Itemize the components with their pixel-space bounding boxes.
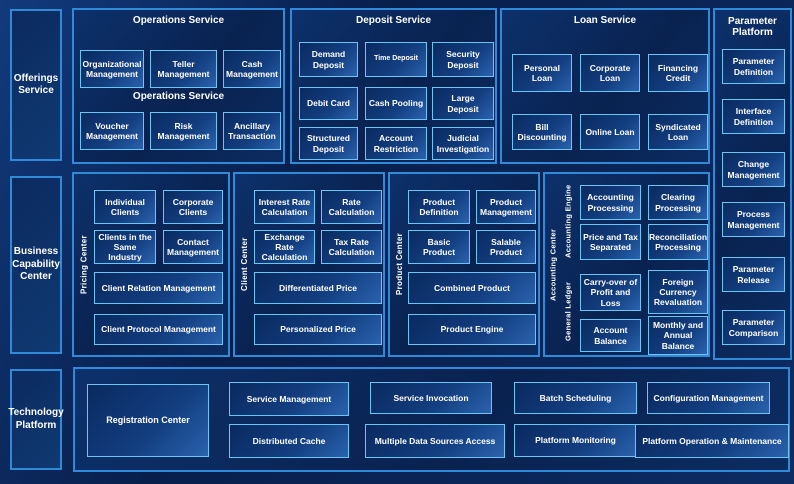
pricing-center-panel: Pricing Center Individual Clients Corpor… xyxy=(72,172,230,357)
accounting-center-label: Accounting Center xyxy=(548,228,558,301)
diagram-node: Account Restriction xyxy=(365,127,427,160)
diagram-node: Configuration Management xyxy=(647,382,770,414)
deposit-service-panel: Deposit Service Demand Deposit Time Depo… xyxy=(290,8,497,164)
diagram-node: Syndicated Loan xyxy=(648,114,708,150)
diagram-node: Corporate Loan xyxy=(580,54,640,92)
diagram-node: Product Definition xyxy=(408,190,470,224)
product-center-panel: Product Center Product Definition Produc… xyxy=(388,172,540,357)
diagram-node: Bill Discounting xyxy=(512,114,572,150)
diagram-node: Accounting Processing xyxy=(580,185,641,220)
diagram-node: Time Deposit xyxy=(365,42,427,77)
diagram-node: Risk Management xyxy=(150,112,217,150)
diagram-node: Ancillary Transaction xyxy=(223,112,281,150)
technology-platform-panel: Registration Center Service Management D… xyxy=(73,367,790,472)
diagram-node: Platform Monitoring xyxy=(514,424,637,457)
diagram-node: Service Management xyxy=(229,382,349,416)
diagram-node: Change Management xyxy=(722,152,785,187)
diagram-node: Reconciliation Processing xyxy=(648,224,708,260)
diagram-node: Client Relation Management xyxy=(94,272,223,304)
diagram-node: Differentiated Price xyxy=(254,272,382,304)
diagram-node: Debit Card xyxy=(299,87,358,120)
diagram-node: Product Management xyxy=(476,190,536,224)
diagram-node: Interface Definition xyxy=(722,99,785,134)
diagram-node: Contact Management xyxy=(163,230,223,264)
diagram-node: Parameter Comparison xyxy=(722,310,785,345)
diagram-node: Clearing Processing xyxy=(648,185,708,220)
diagram-node: Monthly and Annual Balance xyxy=(648,316,708,355)
technology-platform-label: Technology Platform xyxy=(8,369,64,470)
parameter-platform-title: Parameter Platform xyxy=(728,16,777,38)
diagram-node: Security Deposit xyxy=(432,42,494,77)
diagram-node: Teller Management xyxy=(150,50,217,88)
operations-service-title: Operations Service xyxy=(132,15,225,26)
diagram-node: Carry-over of Profit and Loss xyxy=(580,274,641,311)
diagram-node: Salable Product xyxy=(476,230,536,264)
operations-service-panel: Operations Service Organizational Manage… xyxy=(72,8,285,164)
accounting-center-panel: Accounting Center Accounting Engine Gene… xyxy=(543,172,710,357)
diagram-node: Organizational Management xyxy=(80,50,144,88)
accounting-engine-label: Accounting Engine xyxy=(563,184,573,258)
diagram-node: Multiple Data Sources Access xyxy=(365,424,505,458)
diagram-node: Basic Product xyxy=(408,230,470,264)
diagram-node: Corporate Clients xyxy=(163,190,223,224)
diagram-node: Judicial Investigation xyxy=(432,127,494,160)
loan-service-title: Loan Service xyxy=(573,15,637,26)
diagram-node: Individual Clients xyxy=(94,190,156,224)
diagram-node: Rate Calculation xyxy=(321,190,382,224)
diagram-node: Personal Loan xyxy=(512,54,572,92)
diagram-node: Distributed Cache xyxy=(229,424,349,458)
diagram-node: Parameter Release xyxy=(722,257,785,292)
product-center-label: Product Center xyxy=(395,233,404,296)
diagram-node: Financing Credit xyxy=(648,54,708,92)
general-ledger-label: General Ledger xyxy=(563,281,573,341)
diagram-node: Batch Scheduling xyxy=(514,382,637,414)
pricing-center-label: Pricing Center xyxy=(79,235,89,294)
diagram-node: Online Loan xyxy=(580,114,640,150)
diagram-node: Interest Rate Calculation xyxy=(254,190,315,224)
diagram-node: Clients in the Same Industry xyxy=(94,230,156,264)
diagram-node: Price and Tax Separated xyxy=(580,224,641,260)
diagram-node: Product Engine xyxy=(408,314,536,345)
client-center-panel: Client Center Interest Rate Calculation … xyxy=(233,172,385,357)
business-capability-center-label: Business Capability Center xyxy=(10,176,62,354)
diagram-node: Foreign Currency Revaluation xyxy=(648,270,708,314)
diagram-node: Demand Deposit xyxy=(299,42,358,77)
diagram-node: Parameter Definition xyxy=(722,49,785,84)
parameter-platform-panel: Parameter Platform Parameter Definition … xyxy=(713,8,792,360)
diagram-node: Structured Deposit xyxy=(299,127,358,160)
diagram-node: Service Invocation xyxy=(370,382,492,414)
offerings-service-label: Offerings Service xyxy=(10,9,62,161)
client-center-label: Client Center xyxy=(240,237,249,292)
diagram-node: Large Deposit xyxy=(432,87,494,120)
loan-service-panel: Loan Service Personal Loan Corporate Loa… xyxy=(500,8,710,164)
diagram-node: Voucher Management xyxy=(80,112,144,150)
diagram-node: Account Balance xyxy=(580,319,641,352)
diagram-node: Cash Pooling xyxy=(365,87,427,120)
diagram-node: Combined Product xyxy=(408,272,536,304)
diagram-node: Cash Management xyxy=(223,50,281,88)
diagram-node: Exchange Rate Calculation xyxy=(254,230,315,264)
diagram-node: Personalized Price xyxy=(254,314,382,345)
deposit-service-title: Deposit Service xyxy=(355,15,432,26)
diagram-node: Tax Rate Calculation xyxy=(321,230,382,264)
diagram-node: Client Protocol Management xyxy=(94,314,223,345)
diagram-node: Registration Center xyxy=(87,384,209,457)
diagram-node: Process Management xyxy=(722,202,785,237)
diagram-node: Platform Operation & Maintenance xyxy=(635,424,789,458)
operations-service-subtitle: Operations Service xyxy=(132,91,225,102)
